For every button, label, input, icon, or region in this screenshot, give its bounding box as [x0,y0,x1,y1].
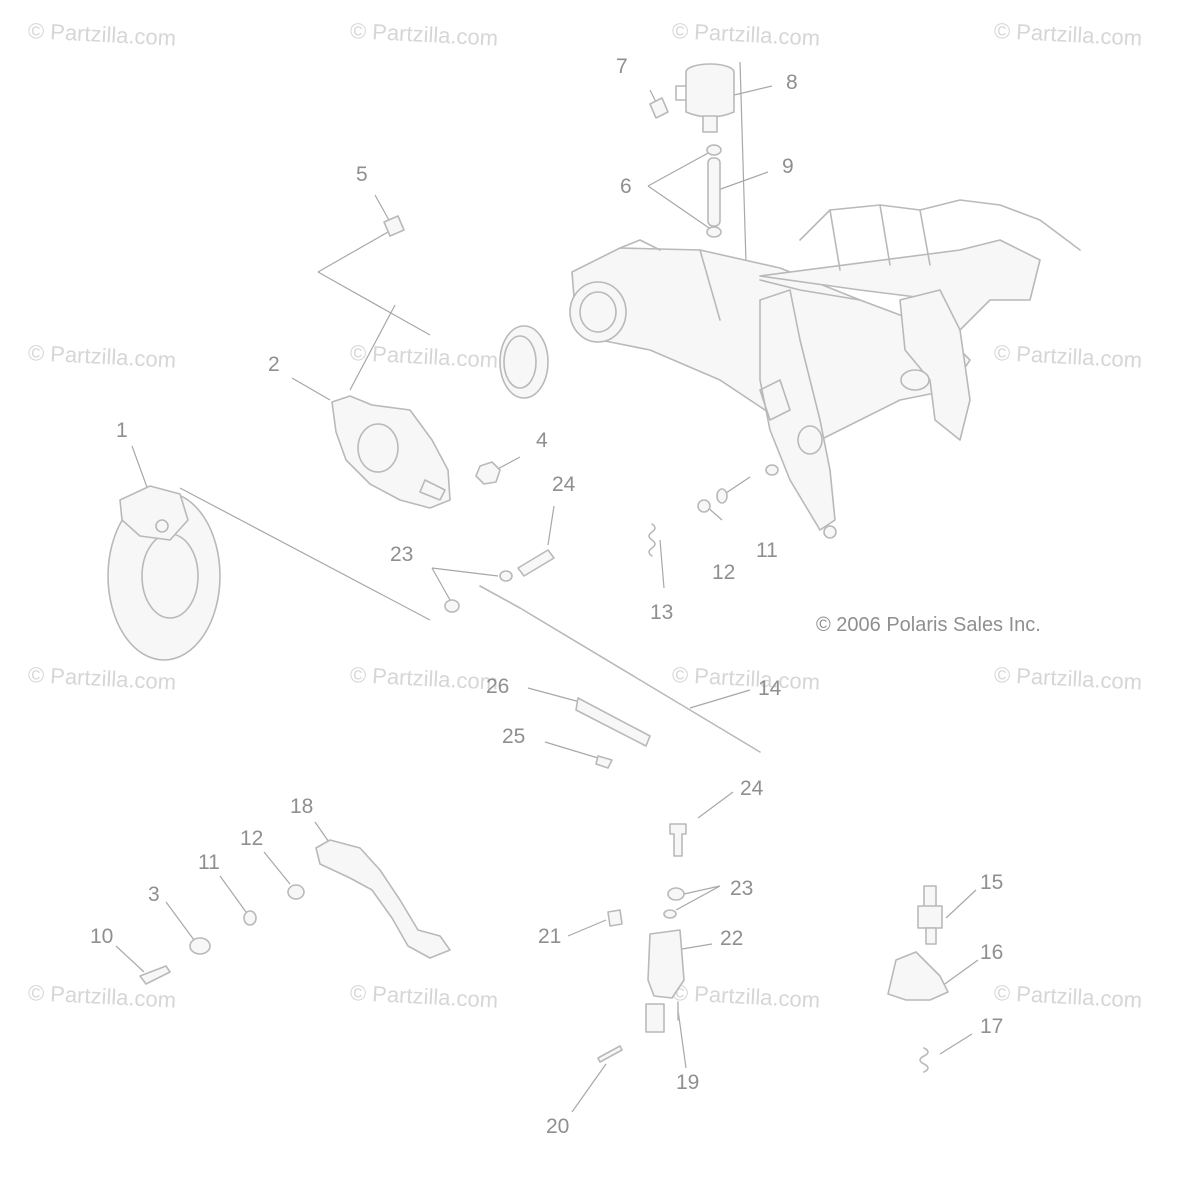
master-cylinder-part [647,929,685,999]
washer-part [444,599,460,613]
bolt-part [669,823,687,857]
callout-label: 23 [730,877,754,900]
callout-label: 8 [786,71,798,94]
copyright-notice: © 2006 Polaris Sales Inc. [816,614,1041,636]
bolt-part [517,549,555,577]
brake-rod-part [479,585,761,753]
pin-part [597,1045,623,1063]
clamp-part [706,226,722,238]
bushing-part [287,884,305,900]
callout-label: 4 [536,429,548,452]
washer-part [499,570,513,582]
callout-label: 7 [616,55,628,78]
spring-part [919,1047,929,1073]
washer-part [243,910,257,926]
callout-label: 19 [676,1071,700,1094]
callout-label: 11 [198,851,220,874]
callout-label: 12 [240,827,264,850]
bolt-part [383,215,405,237]
swing-arm-assembly [569,199,1081,539]
switch-bracket-part [887,951,949,1001]
clamp-part [706,144,722,156]
nut-part [475,461,501,485]
callout-label: 14 [758,677,782,700]
callout-label: 5 [356,163,368,186]
callout-label: 18 [290,795,314,818]
brake-disc-part [107,485,221,661]
spring-part [648,523,656,557]
master-cylinder-part [645,1003,665,1033]
callout-label: 22 [720,927,744,950]
pivot-bolt-part [139,965,171,985]
callout-label: 3 [148,883,160,906]
callout-label: 15 [980,871,1004,894]
bracket-part [575,697,651,747]
callout-label: 1 [116,419,128,442]
bolt-part [649,97,669,119]
callout-label: 20 [546,1115,570,1138]
brake-switch-part [917,885,943,945]
bushing-part [697,499,711,513]
screw-part [595,755,613,769]
callout-label: 10 [90,925,114,948]
callout-label: 11 [756,539,778,562]
callout-label: 23 [390,543,414,566]
callout-label: 16 [980,941,1004,964]
callout-label: 6 [620,175,632,198]
callout-label: 24 [740,777,764,800]
callout-label: 17 [980,1015,1004,1038]
washer-part [716,488,728,504]
reservoir-part [675,63,735,133]
washer-part [667,887,685,901]
brake-pedal-part [315,839,451,959]
callout-label: 26 [486,675,510,698]
callout-label: 2 [268,353,280,376]
callout-label: 9 [782,155,794,178]
callout-label: 24 [552,473,576,496]
washer-part [663,909,677,919]
caliper-bracket-part [331,395,451,509]
callout-label: 13 [650,601,674,624]
callout-label: 12 [712,561,736,584]
callout-label: 21 [538,925,562,948]
callout-label: 25 [502,725,526,748]
leader-lines [115,61,979,1113]
hub-part [499,325,549,399]
washer-part [189,937,211,955]
bolt-part [607,909,623,927]
hose-part [707,157,721,227]
